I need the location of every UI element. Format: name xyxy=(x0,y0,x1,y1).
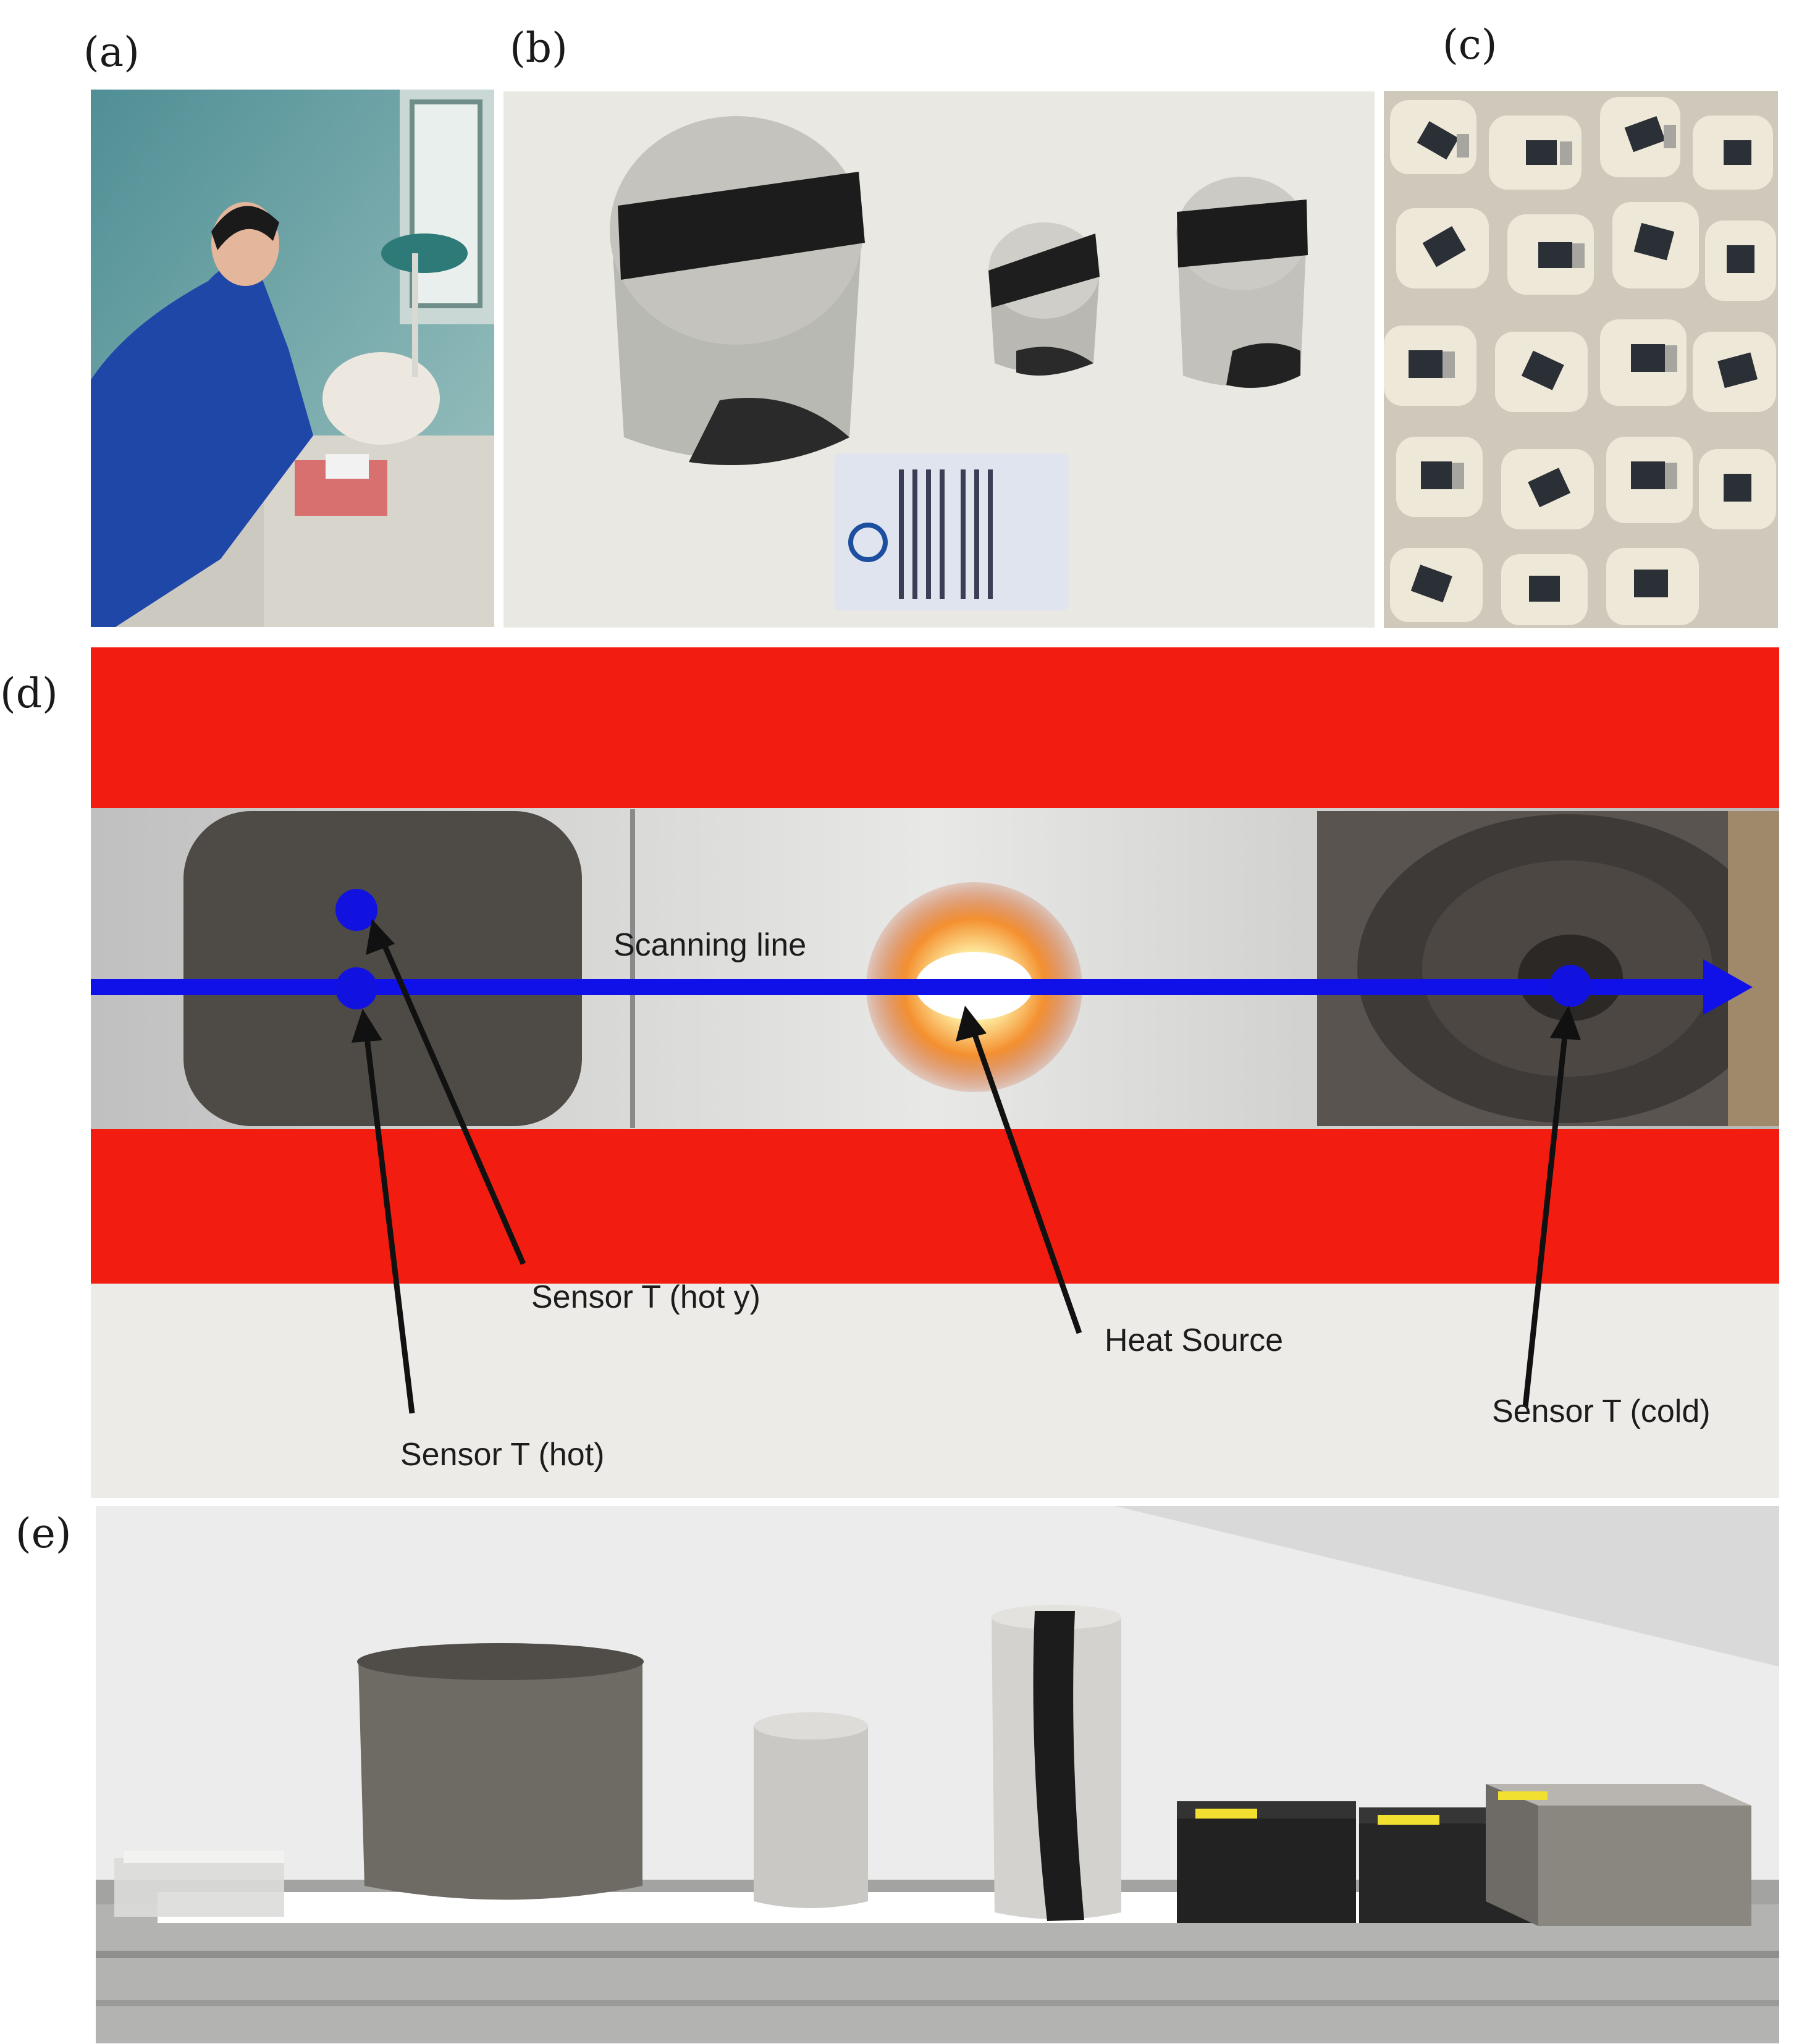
sensor-cold-label: Sensor T (cold) xyxy=(1492,1394,1711,1429)
photo-technician-polishing xyxy=(91,90,494,627)
photo-thermal-scanner xyxy=(91,647,1779,1498)
panel-label-b: (b) xyxy=(510,24,568,72)
panel-label-d: (d) xyxy=(0,670,58,717)
panel-label-a: (a) xyxy=(83,28,140,76)
sensor-hot-label: Sensor T (hot) xyxy=(400,1437,605,1473)
photo-rock-cores xyxy=(503,91,1375,628)
panel-label-c: (c) xyxy=(1443,21,1497,69)
panel-label-e: (e) xyxy=(15,1510,72,1557)
scanning-line-label: Scanning line xyxy=(613,927,807,963)
heat-source-label: Heat Source xyxy=(1105,1323,1284,1358)
photo-samples-on-rail xyxy=(96,1506,1779,2043)
sensor-hot-y-label: Sensor T (hot y) xyxy=(531,1279,760,1315)
photo-bagged-specimens xyxy=(1384,91,1778,628)
